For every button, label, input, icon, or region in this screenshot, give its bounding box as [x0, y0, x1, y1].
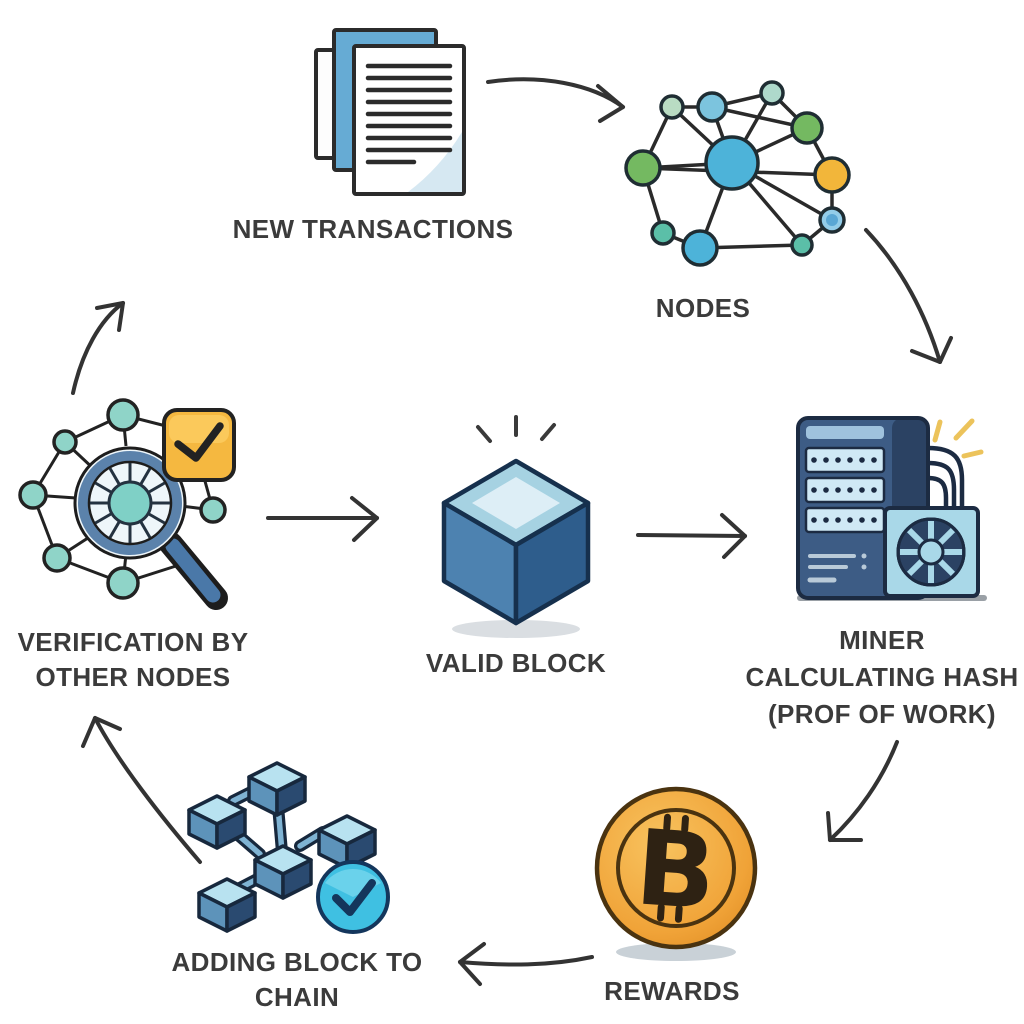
miner-label-line1: MINER — [839, 625, 925, 655]
documents-icon — [314, 28, 466, 196]
verified-checkbox-icon — [162, 408, 236, 482]
arrow-new-transactions-to-nodes — [486, 77, 625, 123]
verification-label-line2: OTHER NODES — [35, 662, 231, 692]
vent-dashes — [807, 554, 856, 583]
fan-unit — [883, 506, 980, 598]
verification-label: VERIFICATION BY OTHER NODES — [18, 625, 249, 695]
lens-spokes — [90, 463, 170, 543]
bitcoin-b-symbol: B — [632, 806, 720, 933]
cube-shadow — [452, 620, 580, 638]
bitcoin-coin-icon: B — [594, 786, 758, 961]
fan-spokes — [900, 521, 962, 583]
arrow-miner-to-rewards — [826, 740, 899, 842]
miner-label: MINER CALCULATING HASH (PROF OF WORK) — [745, 622, 1018, 733]
panel-dots — [811, 457, 877, 523]
arrow-valid-block-to-miner — [636, 513, 747, 559]
network-node-circles — [624, 80, 851, 267]
nodes-label: NODES — [655, 293, 751, 323]
arrow-rewards-to-adding-block — [458, 942, 594, 986]
spark-icon — [932, 418, 984, 459]
rewards-label: REWARDS — [604, 976, 740, 1006]
miner-label-line3: (PROF OF WORK) — [767, 699, 996, 729]
blockchain-cubes-icon — [187, 761, 390, 934]
adding-block-label-line1: ADDING BLOCK TO — [171, 947, 423, 977]
sparkle-icon — [476, 415, 556, 443]
block-cubes — [187, 761, 377, 933]
valid-block-label: VALID BLOCK — [425, 648, 607, 678]
network-nodes-icon — [624, 80, 851, 267]
cables — [927, 445, 965, 508]
verification-node-circles — [18, 398, 227, 600]
adding-block-label: ADDING BLOCK TO CHAIN — [171, 945, 422, 1015]
cube-icon — [441, 415, 591, 638]
new-transactions-label: NEW TRANSACTIONS — [232, 214, 514, 244]
cube-faces — [441, 458, 591, 626]
miner-label-line2: CALCULATING HASH — [745, 662, 1019, 692]
arrow-nodes-to-miner — [864, 228, 953, 364]
document-text-lines — [365, 63, 453, 165]
adding-block-label-line2: CHAIN — [254, 982, 340, 1012]
arrow-verification-to-new-transactions — [71, 301, 125, 395]
magnifier-icon — [73, 446, 228, 610]
coin-shadow — [616, 943, 736, 961]
mining-server-icon — [796, 416, 987, 601]
arrow-verification-to-valid-block — [266, 496, 379, 542]
verification-label-line1: VERIFICATION BY — [17, 627, 249, 657]
check-badge-icon — [316, 860, 390, 934]
magnifier-network-icon — [18, 398, 236, 610]
